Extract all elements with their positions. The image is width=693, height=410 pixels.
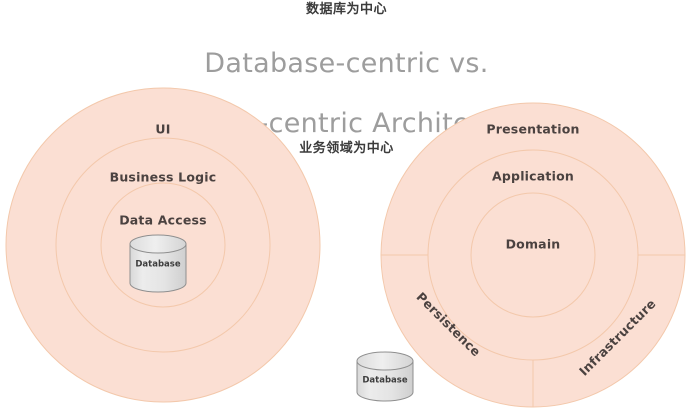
left-database-cylinder-body	[129, 243, 187, 293]
right-ring-domain-border	[470, 192, 596, 318]
left-label-ui: UI	[155, 122, 170, 137]
external-database-cylinder-top	[356, 351, 414, 371]
left-architecture-diagram: UI Business Logic Data Access Database	[5, 87, 321, 403]
left-database-cylinder-top	[129, 234, 187, 254]
left-label-data-access: Data Access	[119, 213, 207, 228]
right-label-presentation: Presentation	[486, 122, 579, 137]
left-database-label: Database	[135, 260, 180, 270]
right-label-domain: Domain	[506, 237, 561, 252]
left-ring-business-logic-border	[55, 137, 271, 353]
external-database-label: Database	[362, 376, 407, 386]
right-architecture-diagram: Presentation Application Domain Persiste…	[380, 102, 686, 408]
right-label-application: Application	[492, 169, 574, 184]
right-ring-outer-fill	[381, 103, 685, 407]
left-database-cylinder: Database	[129, 234, 187, 293]
left-label-business-logic: Business Logic	[110, 170, 217, 185]
left-ring-data-access-border	[100, 182, 226, 308]
left-ring-ui-border	[5, 87, 321, 403]
external-database-cylinder: Database	[356, 351, 414, 402]
external-database-cylinder-body	[356, 360, 414, 402]
